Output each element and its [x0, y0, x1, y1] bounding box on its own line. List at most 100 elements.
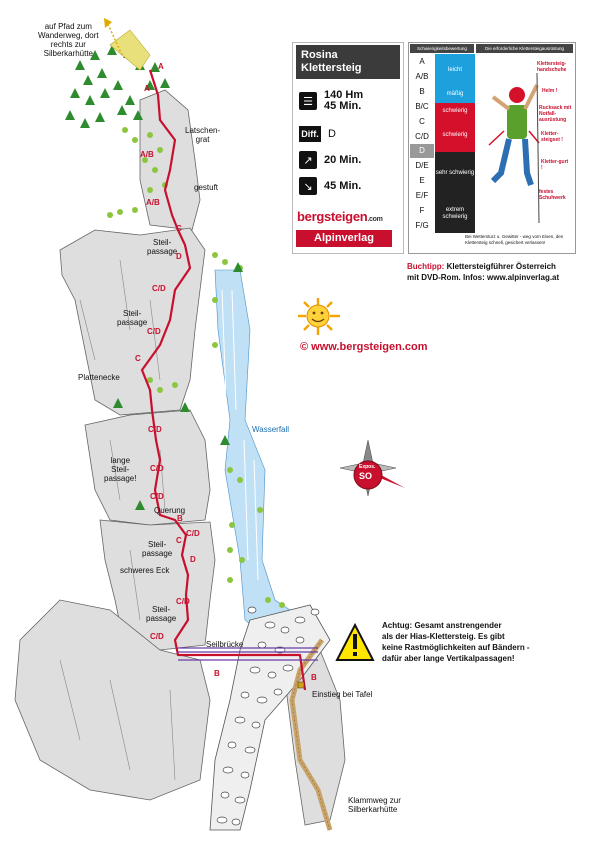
publisher-logo: Alpinverlag — [296, 230, 392, 247]
route-grade: D — [190, 555, 196, 564]
rock-mid-tower — [84, 409, 211, 526]
compass-expos: Expos. — [359, 464, 376, 470]
route-grade: C/D — [176, 597, 190, 606]
route-grade: C — [176, 224, 182, 233]
copyright-link[interactable]: © www.bergsteigen.com — [300, 341, 428, 353]
band-extrem-schwierig: extrem schwierig — [435, 195, 475, 233]
compass-direction: SO — [359, 471, 373, 481]
gear-set: Kletter-steigset ! — [541, 131, 563, 143]
label-steilpassage-1: Steil-passage — [147, 238, 178, 256]
safety-note: Bei Wettersturz u. Gewitter - weg vom Ei… — [465, 234, 564, 245]
rock-right-base — [284, 649, 346, 826]
trees — [65, 45, 285, 608]
waterfall — [214, 269, 291, 641]
route-grade: C/D — [150, 464, 164, 473]
rock-upper-ridge — [139, 89, 201, 231]
label-steilpassage-2: Steil-passage — [117, 309, 148, 327]
band-schwierig-2: schwierig — [435, 119, 475, 152]
grade-cell: E/F — [415, 191, 429, 201]
route-grade: B — [177, 514, 183, 523]
label-einstieg: Einstieg bei Tafel — [312, 690, 373, 699]
rock-shading — [59, 259, 176, 781]
grade-scale-card: Schwierigkeitsbewertung Die erforderlich… — [408, 42, 576, 254]
rock-faces — [14, 89, 346, 826]
label-plattenecke: Plattenecke — [78, 373, 120, 382]
band-sehr-schwierig: sehr schwierig — [435, 152, 475, 195]
grade-cell: D/E — [415, 161, 429, 171]
route-grade: A — [158, 62, 164, 71]
grade-cell: F — [419, 206, 425, 216]
info-row-approach: ↗ 20 Min. — [299, 149, 361, 171]
scale-header-left: Schwierigkeitsbewertung — [410, 44, 474, 53]
route-grade: A/B — [140, 150, 154, 159]
summit-meadow — [109, 29, 151, 71]
route-grade: A — [144, 84, 150, 93]
route-grade: C/D — [150, 492, 164, 501]
rock-lower-tower — [99, 519, 216, 651]
descent-walkway — [289, 638, 333, 831]
grade-cell: F/G — [415, 221, 429, 231]
rock-left-tower — [59, 227, 206, 416]
gear-gloves: Klettersteig-handschuhe — [537, 61, 567, 73]
grade-cell: A — [419, 56, 425, 66]
label-seilbruecke: Seilbrücke — [206, 640, 244, 649]
gear-harness: Kletter-gurt ! — [541, 159, 569, 171]
route-line — [140, 69, 307, 691]
hiker-up-icon: ↗ — [299, 151, 317, 169]
gear-backpack: Rucksack mit Notfall-ausrüstung — [539, 105, 572, 123]
scale-header-right: Die erforderliche Klettersteigausrüstung — [476, 44, 573, 53]
label-querung: Querung — [154, 506, 186, 515]
route-grade: A/B — [146, 198, 160, 207]
route-grade: D — [176, 252, 182, 261]
grade-cell: D — [410, 143, 434, 159]
brand-logo: bergsteigen.com — [297, 209, 383, 224]
route-grade: B — [214, 669, 220, 678]
warning-icon — [335, 622, 375, 661]
route-grade: C — [176, 536, 182, 545]
grade-cell: B/C — [415, 101, 429, 111]
label-steilpassage-3: Steil-passage — [142, 540, 173, 558]
gear-helmet: Helm ! — [542, 88, 558, 94]
route-grade: C/D — [152, 284, 166, 293]
difficulty-icon: Diff. — [299, 126, 321, 142]
grade-cell: B — [419, 86, 425, 96]
entry-sign — [297, 681, 305, 689]
grade-cell: C — [419, 116, 425, 126]
climber-illustration — [488, 72, 540, 224]
route-grade: C/D — [186, 529, 200, 538]
gear-shoes: festes Schuhwerk — [539, 189, 566, 201]
label-latschengrat: Latschen-grat — [185, 126, 221, 144]
ladder-icon: ☰ — [299, 92, 317, 110]
grade-cell: C/D — [415, 131, 429, 141]
rock-left-base — [14, 599, 211, 801]
book-tip: Buchtipp: Klettersteigführer Österreich … — [407, 262, 560, 282]
route-grade: B — [311, 673, 317, 682]
grade-cell: A/B — [415, 71, 429, 81]
rope-bridge — [178, 647, 318, 661]
label-wasserfall: Wasserfall — [252, 425, 290, 434]
grade-cell: E — [419, 176, 425, 186]
sun-icon — [298, 298, 340, 335]
compass-icon — [339, 439, 405, 497]
label-schweres-eck: schweres Eck — [120, 566, 170, 575]
info-row-descent: ↘ 45 Min. — [299, 175, 361, 197]
label-steilpassage-4: Steil-passage — [146, 605, 177, 623]
route-grade: C/D — [147, 327, 161, 336]
band-leicht: leicht — [435, 54, 475, 86]
hiker-down-icon: ↘ — [299, 177, 317, 195]
label-gestuft: gestuft — [194, 183, 219, 192]
route-grade: C/D — [150, 632, 164, 641]
route-grade: C/D — [148, 425, 162, 434]
band-schwierig-1: schwierig — [435, 103, 475, 119]
route-grade: C — [135, 354, 141, 363]
info-row-difficulty: Diff. D — [299, 123, 336, 145]
band-maessig: mäßig — [435, 86, 475, 103]
